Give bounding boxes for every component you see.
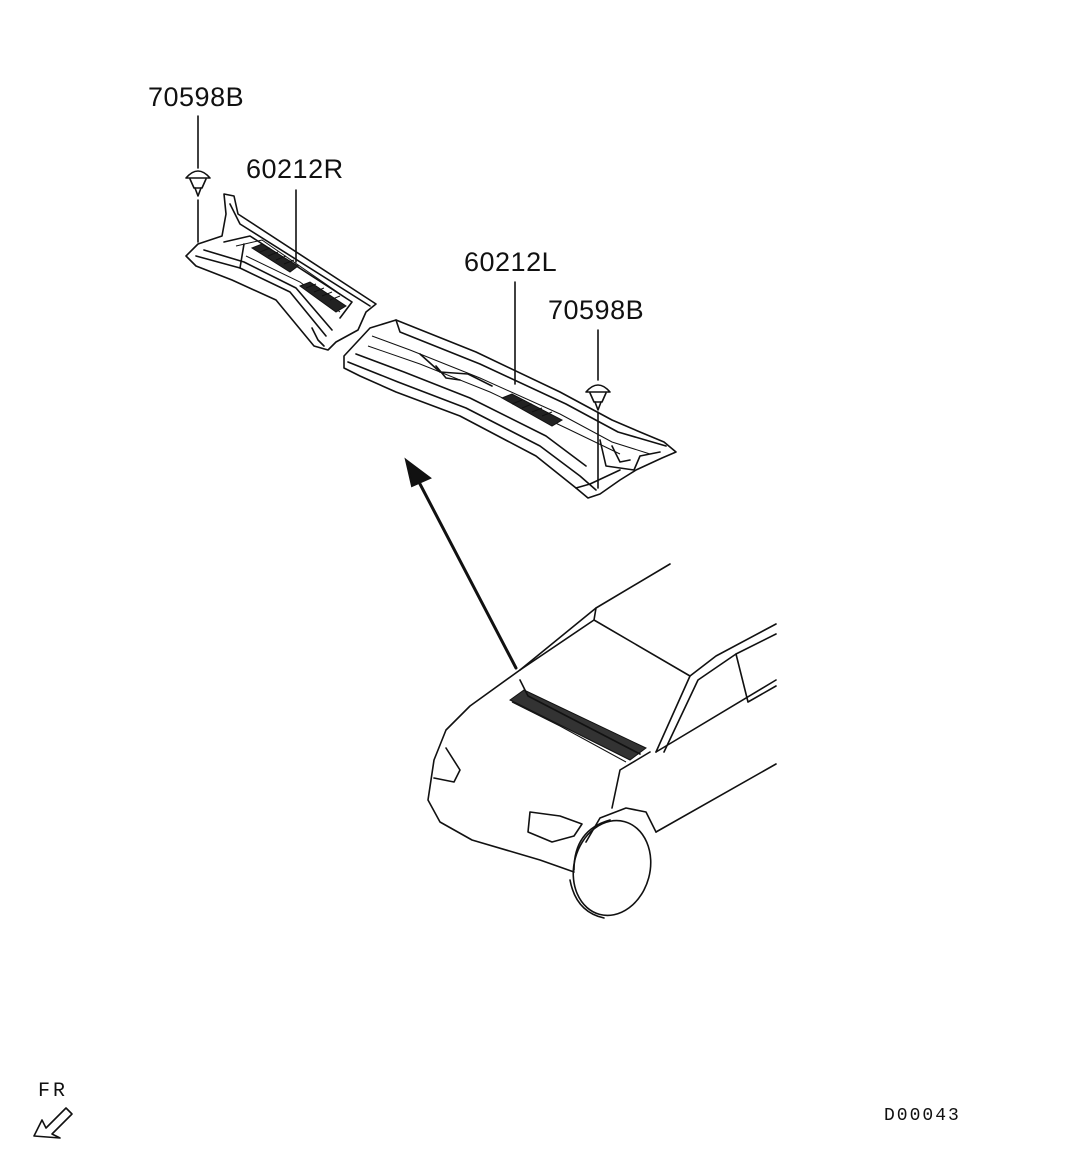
vehicle-outline [427, 563, 777, 919]
part-label-cowl-left[interactable]: 60212L [464, 247, 558, 277]
front-direction-arrow-icon [33, 1107, 73, 1139]
clip-70598b-left [185, 170, 211, 197]
clip-70598b-right [585, 384, 611, 411]
cowl-panel-left [343, 319, 677, 499]
front-direction-label: FR [38, 1080, 69, 1103]
part-label-clip-left[interactable]: 70598B [148, 82, 245, 112]
part-label-clip-right[interactable]: 70598B [548, 295, 645, 325]
part-label-cowl-right[interactable]: 60212R [246, 154, 344, 184]
diagram-code: D00043 [884, 1106, 961, 1126]
cowl-panel-right [185, 193, 377, 351]
location-arrow [404, 457, 518, 670]
